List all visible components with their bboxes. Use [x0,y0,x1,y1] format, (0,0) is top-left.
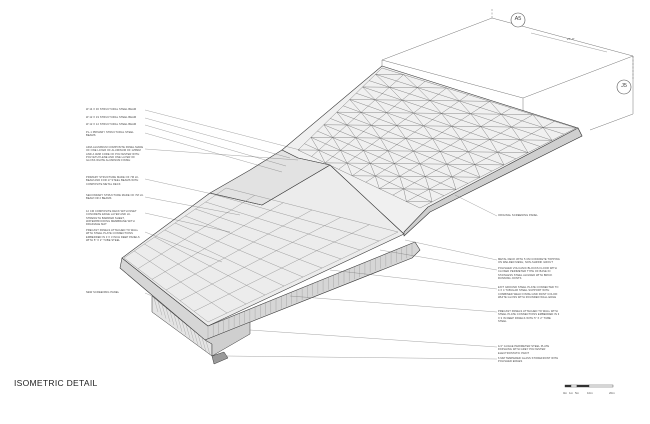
scale-label-0: 0m [563,391,567,395]
note-aluminum-panel: ARIA ALUMINUM COMPOSITE PANEL MADE OF ON… [86,146,144,162]
note-precast-panels-left: PRECAST PANELS ATTACHED TO WALL WITH STE… [86,229,144,242]
leader-line [226,356,497,359]
note-beam-w12-12: W 12 X 12 STRUCTURAL STEEL BEAM [86,123,144,126]
note-exit-steel-plate: EXIT GROUND STEEL PLATE CONNECTED TO 4 X… [498,286,560,299]
note-original-screening: ORIGINAL SCREENING PANEL [498,214,560,217]
scale-label-1: 1m [569,391,573,395]
note-perimeter-plate: 1/4" GUAGE PERIMETER STEEL PLATE FINISHI… [498,345,560,355]
grid-label-a: A5 [511,16,525,22]
leader-line [145,118,290,158]
leader-line [145,110,300,150]
note-primary-structure: PRIMARY STRUCTURE MADE OF 7M HI-BEAM AND… [86,176,144,186]
leader-line [455,195,497,216]
note-beam-w12-19: W 12 X 19 STRUCTURAL STEEL BEAM [86,116,144,119]
note-tempered-glass: 6 MM TEMPERED GLASS STOREFRONT WITH POLI… [498,357,560,364]
leader-line [250,330,497,347]
dimension-label: 27'-0" [567,37,575,41]
drawing-title: ISOMETRIC DETAIL [14,378,98,388]
note-secondary-structure: SECONDARY STRUCTURE MADE OF 7M HI-BEAM O… [86,194,144,201]
note-metal-deck: METAL DECK WITH 5 CM CONCRETE TOPPING ON… [498,258,560,265]
scale-label-10: 10m [587,391,593,395]
note-composite-deck: 12 CM COMPOSITE DECK WITH INSET CONCRETE… [86,210,144,226]
leader-line [290,296,497,312]
leader-line [145,125,286,166]
note-primary-beams: PL-1 PRIMARY STRUCTURAL STEEL BEAMS [86,131,144,138]
scale-label-5: 5m [575,391,579,395]
note-beam-w14: W 14 X 30 STRUCTURAL STEEL BEAM [86,108,144,111]
grid-label-j: J5 [617,83,631,89]
leader-line [145,133,282,172]
note-volcanic-floor: POLISHED VOLCANIC BLOCKS FLOOR WITH CLOS… [498,267,560,280]
scale-bar [565,385,613,387]
scale-label-20: 20m [609,391,615,395]
note-new-screening-panel: NEW SCREENING PANEL [86,291,144,294]
note-precast-panels-right: PRECAST PANELS ATTACHED TO WALL WITH STE… [498,310,560,323]
